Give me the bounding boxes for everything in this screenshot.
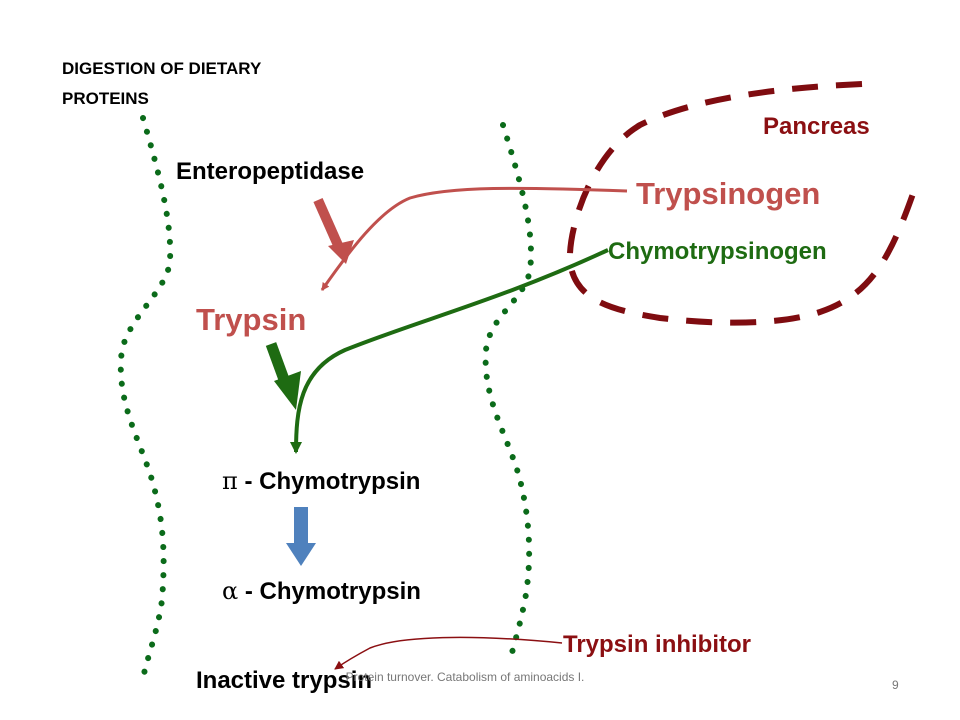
trypsin-action-arrowhead	[274, 371, 301, 410]
enteropeptidase-label: Enteropeptidase	[176, 158, 365, 185]
slide-title: DIGESTION OF DIETARY PROTEINS	[62, 59, 261, 108]
alpha-symbol: α	[222, 577, 239, 605]
enteropeptidase-arrow	[313, 197, 346, 255]
pi-symbol: π	[222, 467, 238, 495]
pancreas-outline	[566, 81, 918, 326]
chymotrypsinogen-to-pi-arrow	[290, 248, 609, 454]
inhibitor-arrow	[334, 636, 563, 670]
inactive-trypsin-label: Inactive trypsin	[196, 667, 373, 694]
trypsinogen-label: Trypsinogen	[636, 176, 821, 211]
alpha-chymotrypsin-text: - Chymotrypsin	[238, 578, 421, 605]
conversion-arrow-shaft	[294, 507, 308, 543]
slide-footer: Protein turnover. Catabolism of aminoaci…	[345, 670, 585, 684]
pi-chymotrypsin-text: - Chymotrypsin	[237, 468, 421, 495]
enteropeptidase-arrowhead	[328, 240, 354, 264]
trypsinogen-to-trypsin-arrow	[320, 186, 628, 291]
page-number: 9	[892, 678, 899, 692]
pancreas-label: Pancreas	[763, 113, 870, 140]
intestine-wall-left	[117, 115, 174, 681]
pi-chymotrypsin-label: π - Chymotrypsin	[222, 467, 420, 496]
chymotrypsinogen-label: Chymotrypsinogen	[608, 238, 827, 265]
alpha-chymotrypsin-label: α - Chymotrypsin	[222, 577, 421, 606]
trypsin-inhibitor-label: Trypsin inhibitor	[563, 631, 752, 658]
intestine-wall-right	[482, 122, 534, 663]
trypsin-label: Trypsin	[196, 302, 307, 337]
conversion-arrowhead	[286, 543, 316, 566]
